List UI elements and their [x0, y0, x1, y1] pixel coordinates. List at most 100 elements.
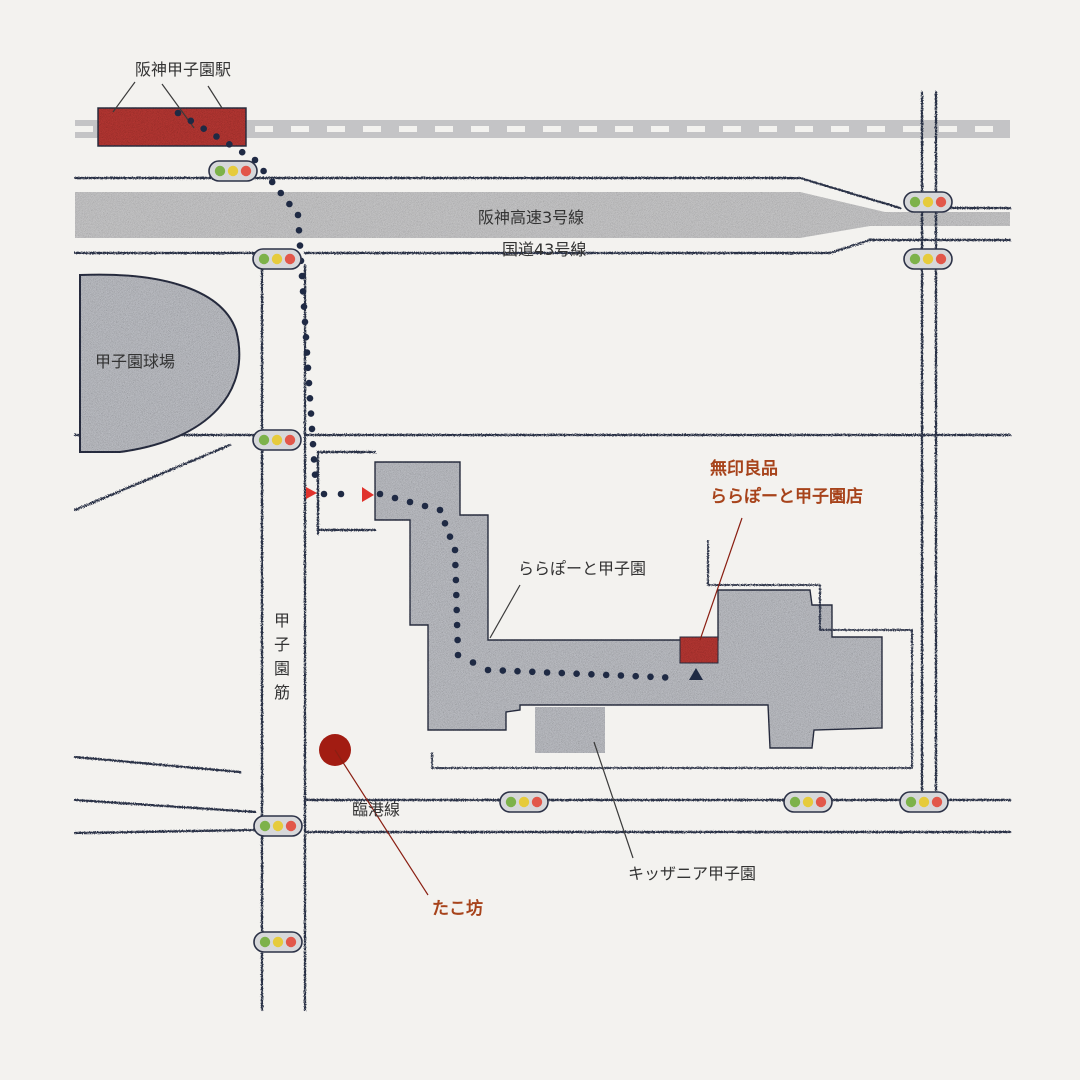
route-dot: [647, 673, 654, 681]
label-koshien-suji-2: 子: [274, 635, 290, 654]
route-dot: [453, 591, 460, 599]
route-arrow-entrance: [362, 487, 374, 502]
route-dot: [296, 242, 304, 249]
route-dot: [391, 494, 399, 502]
route-dot: [200, 125, 207, 132]
station-leader-line: [112, 81, 136, 113]
route-dot: [454, 636, 461, 644]
traffic-light-icon: [783, 791, 833, 813]
takobo-leader-line: [334, 749, 429, 896]
route-dot: [484, 666, 492, 674]
route-dot: [174, 109, 182, 117]
route-dot: [308, 425, 316, 433]
route-dot: [452, 576, 460, 584]
route-dot: [301, 318, 309, 326]
route-dot: [602, 671, 610, 679]
walking-route: [174, 109, 669, 681]
route-dot: [454, 651, 462, 659]
lalaport-boundary: [317, 530, 913, 769]
traffic-signals: [208, 160, 953, 953]
traffic-light-icon: [903, 248, 953, 270]
traffic-light-icon: [252, 248, 302, 270]
route-dot: [300, 303, 308, 311]
route-dot: [298, 272, 306, 280]
route-dot: [310, 456, 318, 463]
label-route43: 国道43号線: [502, 240, 586, 259]
route-dot: [306, 395, 314, 402]
route-dot: [260, 167, 267, 175]
route-dot: [238, 148, 246, 156]
label-station: 阪神甲子園駅: [135, 60, 231, 79]
destination-arrow-icon: [689, 668, 703, 680]
route-dot: [436, 506, 444, 514]
lalaport-building: [374, 461, 883, 749]
label-expressway: 阪神高速3号線: [478, 208, 584, 227]
route-dot: [453, 606, 461, 614]
route-dot: [441, 520, 449, 527]
traffic-light-icon: [253, 931, 303, 953]
traffic-light-icon: [252, 429, 302, 451]
route-dot: [302, 333, 310, 341]
route-dot: [469, 659, 477, 666]
route-dot: [286, 200, 293, 208]
route-dot: [661, 674, 669, 681]
route-dot: [451, 546, 459, 554]
kidzania-building: [535, 707, 605, 753]
expressway-band: [75, 192, 1010, 238]
route-dot: [543, 669, 551, 676]
lalaport-leader-line: [489, 584, 521, 639]
route-dot: [295, 227, 303, 234]
route-dot: [320, 490, 328, 498]
stadium-shape: [79, 273, 241, 453]
label-kidzania: キッザニア甲子園: [628, 864, 756, 883]
label-koshien-suji-1: 甲: [274, 611, 290, 630]
route-dot: [529, 668, 536, 676]
label-koshien-suji-3: 園: [274, 659, 290, 678]
traffic-light-icon: [499, 791, 549, 813]
label-rinko-line: 臨港線: [352, 800, 400, 819]
route-dot: [453, 621, 461, 629]
label-takobo: たこ坊: [432, 898, 483, 919]
muji-leader-line: [699, 517, 743, 641]
route-dot: [226, 141, 233, 148]
route-dot: [617, 672, 625, 679]
route-dot: [305, 379, 313, 387]
route-dot: [588, 671, 595, 678]
label-muji-line2: ららぽーと甲子園店: [710, 486, 863, 507]
route-dot: [294, 211, 302, 219]
label-lalaport: ららぽーと甲子園: [518, 559, 646, 578]
route-dot: [376, 490, 384, 498]
muji-store-marker: [679, 636, 719, 664]
route-dot: [268, 178, 276, 186]
route-dot: [251, 156, 259, 164]
route-dot: [446, 533, 454, 540]
route-dot: [514, 667, 521, 675]
route-dot: [573, 670, 580, 677]
route-dot: [304, 364, 312, 372]
route-dot: [558, 669, 566, 677]
route-dot: [632, 672, 639, 680]
route-dot: [303, 349, 311, 356]
station-hatch-2: [207, 85, 223, 109]
route-dot: [307, 410, 315, 417]
route-arrow-corner: [306, 487, 317, 499]
route-dot: [406, 498, 414, 506]
route-dot: [277, 189, 285, 197]
station-building: [97, 107, 247, 147]
route-dot: [299, 288, 307, 295]
traffic-light-icon: [208, 160, 258, 182]
route-dot: [337, 490, 345, 498]
route-dot: [213, 133, 220, 140]
label-stadium: 甲子園球場: [95, 352, 175, 371]
kidzania-leader-line: [593, 741, 634, 859]
traffic-light-icon: [903, 191, 953, 213]
route-dot: [311, 471, 319, 479]
route-dot: [499, 667, 507, 674]
route-dot: [187, 117, 195, 125]
traffic-light-icon: [253, 815, 303, 837]
traffic-light-icon: [899, 791, 949, 813]
route-dot: [309, 440, 317, 448]
label-muji-line1: 無印良品: [710, 458, 778, 479]
route-dot: [421, 502, 429, 510]
